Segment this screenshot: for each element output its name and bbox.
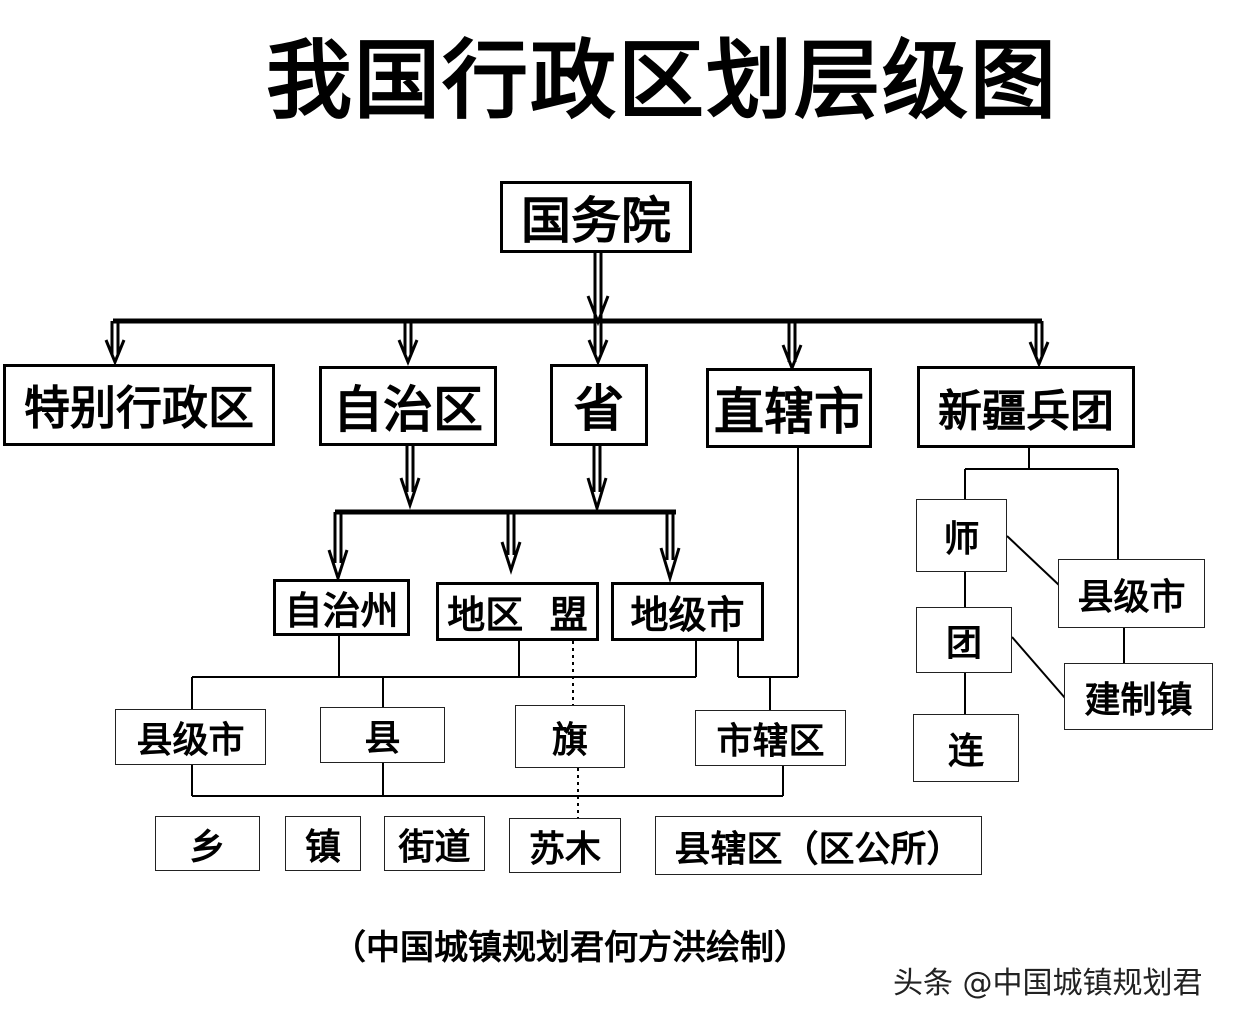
node-sumu: 苏木 — [509, 818, 621, 873]
credit-text: （中国城镇规划君何方洪绘制） — [332, 928, 808, 968]
node-county-city: 县级市 — [115, 709, 266, 765]
node-company: 连 — [913, 714, 1019, 782]
node-corps-county-city: 县级市 — [1058, 559, 1205, 628]
node-town: 镇 — [285, 816, 361, 871]
node-xinjiang-corps: 新疆兵团 — [917, 366, 1135, 448]
node-district: 市辖区 — [695, 710, 846, 766]
node-county: 县 — [320, 707, 445, 763]
node-municipality: 直辖市 — [706, 368, 872, 448]
root-arrow — [586, 252, 610, 327]
root-state-council: 国务院 — [500, 181, 692, 253]
level4-connectors — [191, 763, 784, 797]
node-regiment: 团 — [916, 607, 1012, 673]
node-subdistrict: 街道 — [384, 816, 485, 871]
node-sar: 特别行政区 — [3, 364, 275, 446]
node-county-district: 县辖区（区公所） — [655, 816, 982, 875]
lower-arrows — [399, 446, 608, 514]
level2-arrows — [327, 512, 681, 584]
node-province: 省 — [550, 364, 648, 446]
node-autonomous-region: 自治区 — [319, 366, 497, 446]
level3-connectors — [191, 448, 799, 710]
node-corps-town: 建制镇 — [1064, 663, 1213, 730]
node-division: 师 — [916, 499, 1007, 572]
node-township: 乡 — [155, 816, 260, 871]
node-banner: 旗 — [515, 705, 625, 768]
page-title: 我国行政区划层级图 — [266, 31, 1058, 131]
node-prefecture-city: 地级市 — [611, 582, 764, 641]
node-autonomous-prefecture: 自治州 — [273, 579, 410, 636]
corps-connectors — [964, 448, 1125, 714]
level1-arrows — [104, 321, 1050, 373]
node-prefecture-league: 地区 盟 — [436, 582, 599, 641]
watermark: 头条 @中国城镇规划君 — [893, 966, 1203, 1001]
